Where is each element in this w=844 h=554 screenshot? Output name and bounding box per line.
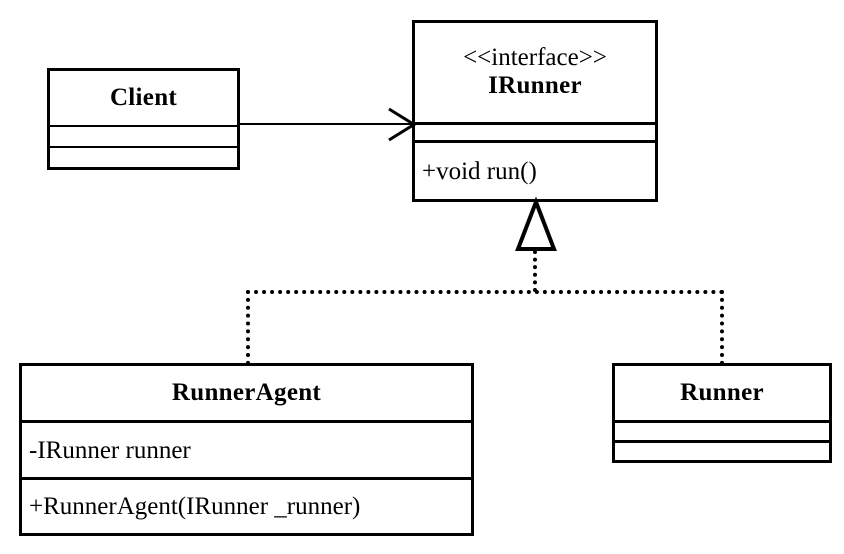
class-name-runner: Runner	[680, 379, 764, 406]
class-name-client: Client	[109, 84, 178, 111]
realization-branch-runner	[720, 290, 724, 365]
class-attributes-compartment-irunner	[415, 122, 655, 140]
class-attributes-compartment-client	[50, 125, 237, 146]
class-attribute-runner-agent-0: -IRunner runner	[29, 436, 191, 464]
class-box-client[interactable]: Client	[47, 68, 240, 170]
class-box-runner[interactable]: Runner	[612, 363, 832, 463]
class-name-irunner: IRunner	[488, 71, 582, 99]
class-attributes-compartment-runner	[615, 420, 829, 440]
class-stereotype-irunner: <<interface>>	[463, 44, 607, 72]
class-name-runner-agent: RunnerAgent	[171, 379, 322, 406]
association-line-client-irunner	[240, 123, 412, 125]
class-name-compartment-runner: Runner	[615, 366, 829, 420]
class-operation-irunner-0: +void run()	[422, 157, 537, 185]
realization-stem-vertical	[533, 250, 537, 292]
class-box-irunner[interactable]: <<interface>> IRunner +void run()	[412, 20, 658, 202]
class-name-compartment-runner-agent: RunnerAgent	[22, 366, 471, 420]
class-operations-compartment-runner	[615, 440, 829, 460]
association-arrowhead-client-irunner	[386, 106, 417, 144]
class-operations-compartment-client	[50, 146, 237, 167]
realization-bus-horizontal	[246, 290, 724, 294]
class-operation-runner-agent-0: +RunnerAgent(IRunner _runner)	[29, 493, 361, 520]
class-operations-compartment-runner-agent: +RunnerAgent(IRunner _runner)	[22, 477, 471, 533]
class-box-runner-agent[interactable]: RunnerAgent -IRunner runner +RunnerAgent…	[19, 363, 474, 536]
class-name-compartment-client: Client	[50, 71, 237, 125]
realization-branch-runner-agent	[246, 290, 250, 365]
class-name-compartment-irunner: <<interface>> IRunner	[415, 23, 655, 122]
realization-triangle-irunner	[515, 196, 557, 252]
class-attributes-compartment-runner-agent: -IRunner runner	[22, 420, 471, 477]
class-operations-compartment-irunner: +void run()	[415, 140, 655, 199]
